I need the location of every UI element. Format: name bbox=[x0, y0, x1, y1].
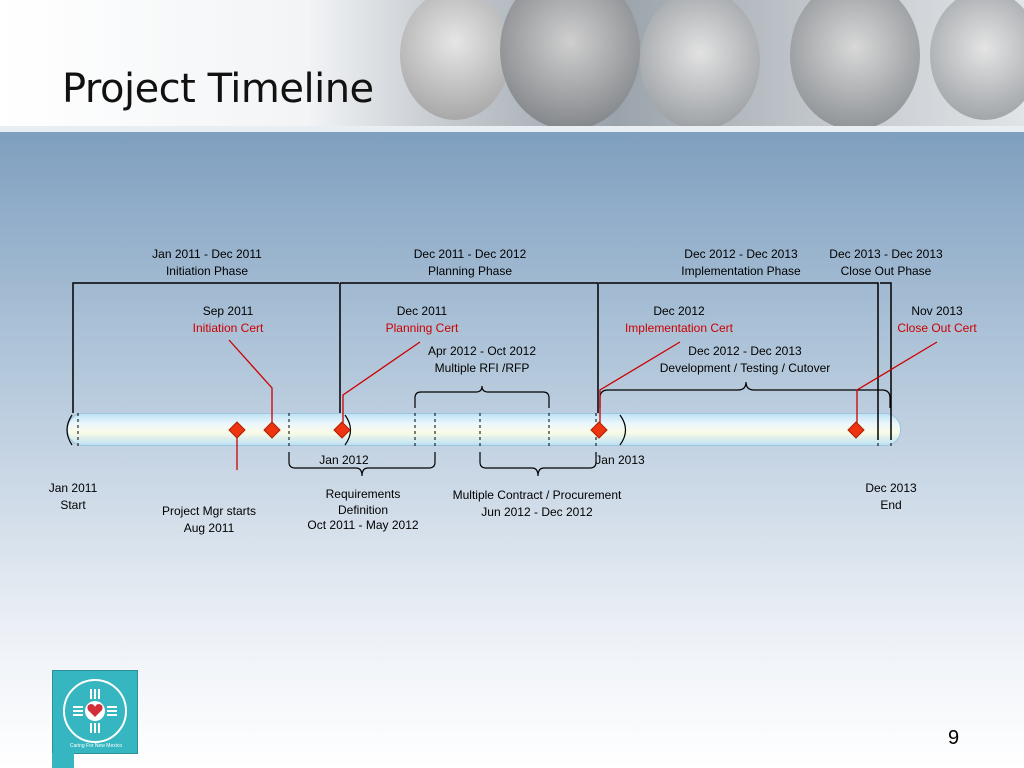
bar-ticks bbox=[77, 413, 892, 446]
phase-bracket-implementation bbox=[599, 282, 879, 440]
brace-contract bbox=[479, 452, 597, 477]
cert-closeout-date: Nov 2013 bbox=[911, 304, 963, 318]
activity-requirements-line2: Definition bbox=[337, 502, 389, 517]
phase-planning-label: Dec 2011 - Dec 2012 Planning Phase bbox=[408, 246, 532, 279]
phase-initiation-label: Jan 2011 - Dec 2011 Initiation Phase bbox=[147, 246, 267, 279]
cert-closeout-label: Nov 2013 Close Out Cert bbox=[892, 303, 982, 336]
callout-lines bbox=[228, 339, 938, 470]
activity-development-dates: Dec 2012 - Dec 2013 bbox=[688, 344, 802, 358]
activity-development-label: Dec 2012 - Dec 2013 Development / Testin… bbox=[650, 343, 840, 376]
callout-initiation bbox=[228, 339, 273, 424]
milestone-start-label: Jan 2011 Start bbox=[38, 480, 108, 513]
cert-planning-label: Dec 2011 Planning Cert bbox=[372, 303, 472, 336]
cert-planning-date: Dec 2011 bbox=[396, 304, 448, 318]
photo-family-image-3 bbox=[640, 0, 760, 128]
milestone-pm-start-text: Project Mgr starts bbox=[161, 504, 257, 518]
callout-implementation bbox=[599, 341, 681, 424]
cert-initiation-label: Sep 2011 Initiation Cert bbox=[178, 303, 278, 336]
milestone-start-text: Start bbox=[60, 497, 86, 512]
milestone-pm-start-label: Project Mgr starts Aug 2011 bbox=[152, 503, 266, 536]
milestone-end-date: Dec 2013 bbox=[865, 481, 917, 495]
milestone-end-label: Dec 2013 End bbox=[856, 480, 926, 513]
phase-bracket-initiation bbox=[72, 282, 339, 413]
activity-rfi-name: Multiple RFI /RFP bbox=[434, 360, 530, 375]
phase-brackets bbox=[72, 282, 892, 440]
brace-group bbox=[288, 381, 891, 477]
phase-initiation-dates: Jan 2011 - Dec 2011 bbox=[152, 247, 262, 261]
activity-requirements-line1: Requirements bbox=[325, 487, 401, 501]
cert-initiation-date: Sep 2011 bbox=[202, 304, 254, 318]
phase-implementation-name: Implementation Phase bbox=[681, 263, 801, 278]
diamond-implementation bbox=[590, 421, 608, 439]
arc-start bbox=[66, 414, 73, 446]
activity-contract-dates: Jun 2012 - Dec 2012 bbox=[481, 504, 593, 519]
activity-rfi-dates: Apr 2012 - Oct 2012 bbox=[427, 344, 537, 358]
department-logo: Caring For New Mexico bbox=[52, 670, 138, 754]
phase-implementation-dates: Dec 2012 - Dec 2013 bbox=[684, 247, 798, 261]
activity-requirements-dates: Oct 2011 - May 2012 bbox=[307, 518, 419, 532]
phase-bracket-closeout bbox=[880, 282, 892, 440]
cert-implementation-date: Dec 2012 bbox=[653, 304, 705, 318]
photo-family-image bbox=[400, 0, 510, 120]
photo-family-image-5 bbox=[930, 0, 1024, 120]
brace-development bbox=[599, 381, 891, 408]
cert-closeout-name: Close Out Cert bbox=[897, 320, 977, 335]
header-divider bbox=[0, 126, 1024, 132]
callout-closeout bbox=[856, 341, 938, 424]
phase-implementation-label: Dec 2012 - Dec 2013 Implementation Phase bbox=[676, 246, 806, 279]
arc-jan-2013 bbox=[619, 414, 627, 446]
milestone-diamonds bbox=[228, 421, 865, 439]
photo-family-image-4 bbox=[790, 0, 920, 128]
milestone-pm-start-date: Aug 2011 bbox=[183, 520, 235, 535]
logo-seal bbox=[63, 679, 127, 743]
activity-requirements-label: Requirements Definition Oct 2011 - May 2… bbox=[300, 487, 426, 534]
callout-planning bbox=[342, 341, 421, 424]
zia-heart-icon bbox=[73, 689, 117, 733]
phase-closeout-dates: Dec 2013 - Dec 2013 bbox=[829, 247, 943, 261]
diamond-pm-start bbox=[228, 421, 246, 439]
cert-implementation-label: Dec 2012 Implementation Cert bbox=[614, 303, 744, 336]
header-banner: Project Timeline bbox=[0, 0, 1024, 128]
phase-bracket-planning bbox=[340, 282, 599, 413]
activity-rfi-label: Apr 2012 - Oct 2012 Multiple RFI /RFP bbox=[420, 343, 544, 376]
timeline-bar bbox=[67, 413, 901, 446]
phase-planning-dates: Dec 2011 - Dec 2012 bbox=[413, 247, 527, 261]
phase-planning-name: Planning Phase bbox=[427, 263, 513, 278]
cert-planning-name: Planning Cert bbox=[385, 320, 459, 335]
phase-closeout-name: Close Out Phase bbox=[840, 263, 932, 278]
brace-requirements bbox=[288, 452, 436, 477]
milestone-end-text: End bbox=[880, 497, 902, 512]
logo-tail-shape bbox=[52, 753, 74, 768]
phase-closeout-label: Dec 2013 - Dec 2013 Close Out Phase bbox=[824, 246, 948, 279]
year-jan-2012-label: Jan 2012 bbox=[319, 453, 369, 467]
diamond-initiation bbox=[263, 421, 281, 439]
diamond-closeout bbox=[847, 421, 865, 439]
slide-title: Project Timeline bbox=[62, 66, 374, 112]
activity-development-name: Development / Testing / Cutover bbox=[659, 360, 831, 375]
activity-contract-line1: Multiple Contract / Procurement bbox=[452, 488, 622, 502]
phase-initiation-name: Initiation Phase bbox=[165, 263, 249, 278]
activity-contract-label: Multiple Contract / Procurement Jun 2012… bbox=[442, 487, 632, 520]
content-background bbox=[0, 132, 1024, 768]
brace-rfi bbox=[414, 385, 550, 408]
photo-family-image-2 bbox=[500, 0, 640, 128]
page-number: 9 bbox=[948, 727, 960, 749]
cert-initiation-name: Initiation Cert bbox=[192, 320, 264, 335]
year-jan-2013-label: Jan 2013 bbox=[595, 453, 645, 467]
milestone-start-date: Jan 2011 bbox=[48, 481, 98, 495]
logo-caption: Caring For New Mexico bbox=[69, 743, 123, 749]
cert-implementation-name: Implementation Cert bbox=[624, 320, 734, 335]
diamond-planning bbox=[333, 421, 351, 439]
